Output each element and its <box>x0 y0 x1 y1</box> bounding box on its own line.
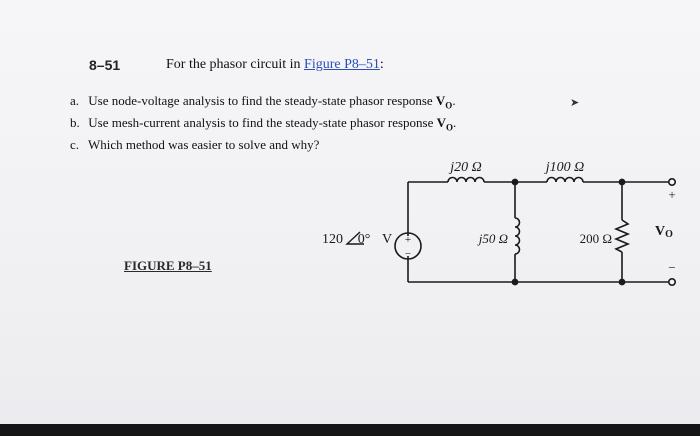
vo-symbol: VO <box>436 115 454 133</box>
stem-prefix: For the phasor circuit in <box>166 57 305 72</box>
question-text: Use node-voltage analysis to find the st… <box>88 93 436 108</box>
figure-label: FIGURE P8–51 <box>124 258 212 273</box>
output-voltage-label: VO <box>655 224 673 240</box>
angle-symbol-icon <box>345 231 364 245</box>
question-b: b. Use mesh-current analysis to find the… <box>70 112 456 134</box>
circuit-wires <box>407 181 668 283</box>
problem-stem: For the phasor circuit in Figure P8–51: <box>166 57 384 73</box>
question-letter: b. <box>70 115 80 130</box>
problem-sheet: 8–51 For the phasor circuit in Figure P8… <box>0 0 700 424</box>
source-plus-sign: + <box>405 234 411 246</box>
source-minus-sign: − <box>405 248 411 260</box>
arrow-cursor-icon: ➤ <box>570 96 580 109</box>
question-list: a. Use node-voltage analysis to find the… <box>70 90 456 156</box>
node-dot <box>511 278 519 286</box>
output-plus-sign: + <box>668 187 675 202</box>
question-letter: c. <box>70 137 80 152</box>
question-text: Use mesh-current analysis to find the st… <box>88 115 437 130</box>
circuit-diagram: + − j20 Ω j100 Ω j50 Ω 200 Ω 120 0° V + … <box>322 160 676 286</box>
inductor-2-label: j100 Ω <box>544 160 585 175</box>
output-terminal-top <box>667 178 676 187</box>
resistor-label: 200 Ω <box>580 231 612 246</box>
output-terminal-bottom <box>667 277 676 286</box>
node-dot <box>511 178 519 186</box>
inductor-1-coil <box>447 176 485 183</box>
source-unit: V <box>382 232 392 247</box>
vo-symbol: VO <box>435 93 453 111</box>
figure-link[interactable]: Figure P8–51 <box>304 57 380 72</box>
question-a: a. Use node-voltage analysis to find the… <box>70 90 456 112</box>
bottom-edge-bar <box>0 424 700 436</box>
stem-suffix: : <box>379 57 384 72</box>
inductor-shunt-coil <box>514 217 521 255</box>
node-dot <box>618 178 626 186</box>
question-c: c. Which method was easier to solve and … <box>70 134 456 156</box>
source-magnitude: 120 <box>322 232 343 247</box>
question-text: Which method was easier to solve and why… <box>88 137 320 152</box>
question-letter: a. <box>70 93 80 108</box>
inductor-shunt-label: j50 Ω <box>477 231 508 246</box>
source-angle: 0° <box>358 232 371 247</box>
voltage-source <box>394 232 422 260</box>
output-minus-sign: − <box>668 260 675 275</box>
resistor-zigzag <box>613 219 631 253</box>
inductor-2-coil <box>546 176 584 183</box>
node-dot <box>618 278 626 286</box>
inductor-1-label: j20 Ω <box>448 160 482 175</box>
problem-number: 8–51 <box>89 57 121 73</box>
